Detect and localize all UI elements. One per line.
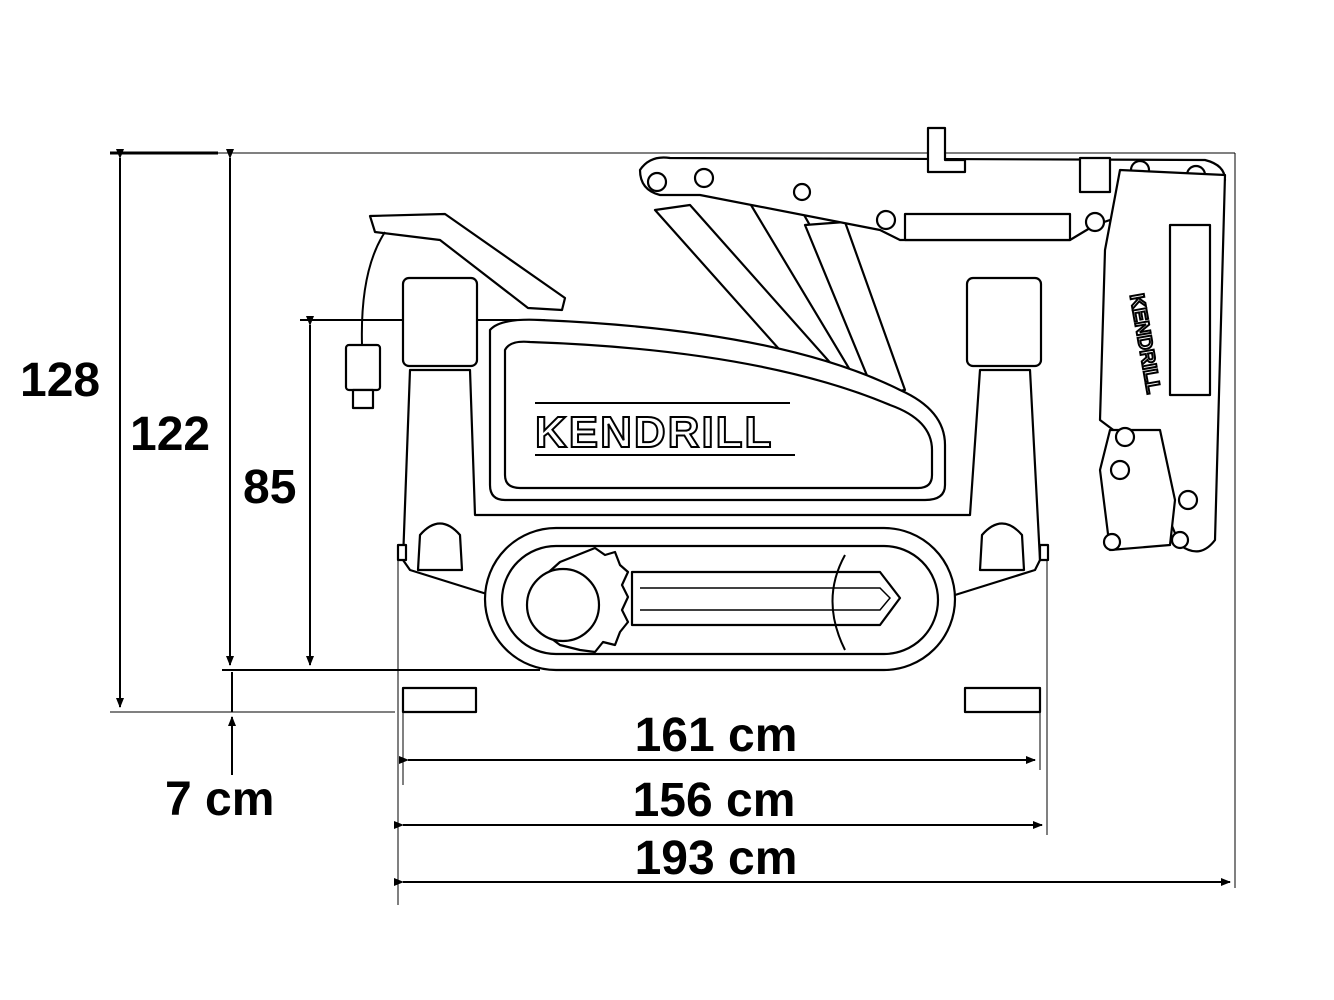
dimension-128: 128 <box>20 149 124 708</box>
boom-cylinder-3 <box>803 220 907 397</box>
drive-wheel <box>525 567 601 643</box>
dimension-label-85: 85 <box>243 461 296 514</box>
dimension-label-128: 128 <box>20 354 100 407</box>
boom-bracket <box>1078 156 1112 194</box>
dimension-label-156cm: 156 cm <box>633 774 796 827</box>
track-tensioner <box>630 570 902 627</box>
dimension-label-193cm: 193 cm <box>635 832 798 885</box>
body-panel <box>503 340 934 490</box>
dimension-193cm: 193 cm <box>394 832 1231 886</box>
plug-pin <box>351 388 375 410</box>
boom-hook <box>926 126 967 174</box>
outrigger-pad-left <box>401 686 478 714</box>
arm-linkage <box>1098 428 1177 552</box>
dimension-122: 122 <box>130 149 234 666</box>
reference-lines <box>110 151 1236 905</box>
power-plug <box>344 343 382 392</box>
brand-logo-body: KENDRILL <box>535 408 773 457</box>
bracket-right <box>1038 543 1050 562</box>
foot-right <box>978 522 1026 572</box>
dimension-85: 85 <box>243 316 314 666</box>
dimension-label-122: 122 <box>130 408 210 461</box>
outrigger-pad-right <box>963 686 1042 714</box>
dimension-7cm: 7 cm <box>165 672 274 826</box>
dimension-161cm: 161 cm <box>399 709 1036 764</box>
dimension-label-7cm: 7 cm <box>165 773 274 826</box>
foot-left <box>416 522 464 572</box>
arm-cylinder <box>1168 223 1212 397</box>
outrigger-cylinder-left <box>401 276 479 368</box>
machine-illustration: KENDRILL KENDRILL <box>344 126 1227 714</box>
dimension-label-161cm: 161 cm <box>635 709 798 762</box>
bracket-left <box>396 543 408 562</box>
outrigger-cylinder-right <box>965 276 1043 368</box>
operator-handle <box>368 212 567 312</box>
dimension-156cm: 156 cm <box>394 774 1043 829</box>
boom-cylinder-top <box>903 212 1072 242</box>
